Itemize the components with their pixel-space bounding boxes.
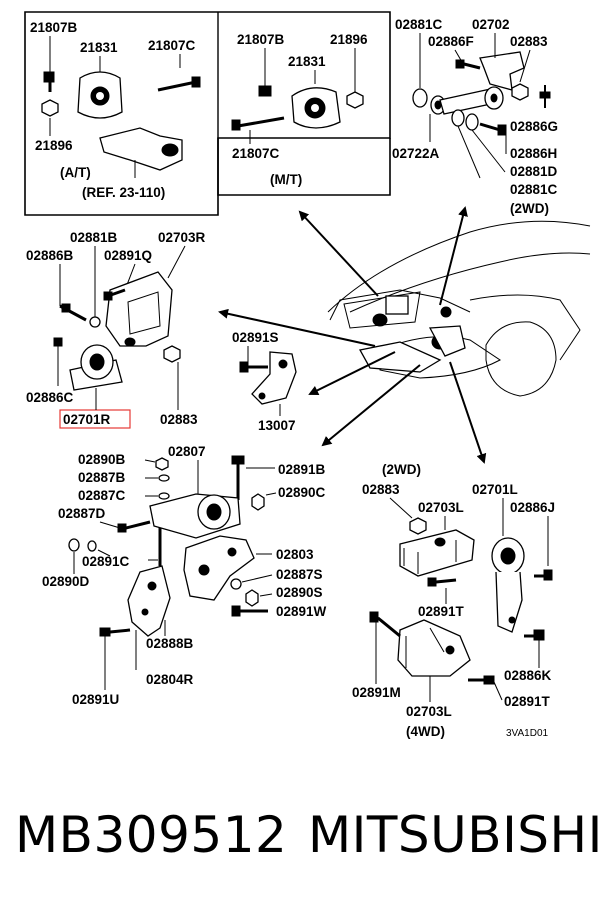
bl-label-02890d: 02890D [42,574,90,589]
nut-21896 [41,99,59,117]
vehicle-outline [327,220,591,397]
bl-label-02804r: 02804R [146,672,194,687]
at-note-ref: (REF. 23-110) [82,185,165,200]
bl-label-02890c: 02890C [278,485,326,500]
bracket-02703r [105,271,173,347]
part-number: MB309512 [15,806,288,864]
tr-note-2wd: (2WD) [510,201,549,216]
br-label-02886k: 02886K [504,668,552,683]
parts-diagram: 21807B 21831 21807C 21896 (A/T) (REF. 23… [24,11,591,739]
bl-label-02807: 02807 [168,444,206,459]
br-label-02891t-b: 02891T [504,694,551,709]
at-label-21807c: 21807C [148,38,196,53]
at-label-21807b: 21807B [30,20,78,35]
bottom-right-group: (2WD) 02883 02703L 02701L 02886J 02891T … [352,462,555,739]
bl-label-02888b: 02888B [146,636,194,651]
mt-label-21831: 21831 [288,54,326,69]
tr-label-02881c-b: 02881C [510,182,558,197]
lm-label-02886c: 02886C [26,390,74,405]
bl-label-02891u: 02891U [72,692,119,707]
mt-inset-bottom [217,138,391,196]
at-mount-group: 21807B 21831 21807C 21896 (A/T) (REF. 23… [30,20,201,200]
tr-label-02722a: 02722A [392,146,440,161]
arrows [218,206,487,464]
nut-mt-21896 [346,91,364,109]
bl-label-02891w: 02891W [276,604,327,619]
bracket-02703l-2wd [399,529,475,577]
mt-mount-group: 21807B 21896 21831 21807C (M/T) [231,32,368,187]
lm-label-02703r: 02703R [158,230,206,245]
at-label-21831: 21831 [80,40,118,55]
bl-label-02890s: 02890S [276,585,323,600]
bracket-02804r [127,565,171,637]
br-note-4wd: (4WD) [406,724,445,739]
bolt-21807b [43,71,55,83]
tr-label-02886h: 02886H [510,146,557,161]
tr-label-02881d: 02881D [510,164,558,179]
at-note-type: (A/T) [60,165,91,180]
mt-label-21807c: 21807C [232,146,280,161]
brand-name: MITSUBISHI [308,806,600,864]
bl-label-02890b: 02890B [78,452,126,467]
bl-label-02887s: 02887S [276,567,323,582]
tr-label-02881c: 02881C [395,17,443,32]
lm-label-02701r: 02701R [63,412,111,427]
bl-label-02803: 02803 [276,547,314,562]
tr-label-02883: 02883 [510,34,548,49]
mt-label-21807b: 21807B [237,32,285,47]
lm-label-02883: 02883 [160,412,198,427]
br-label-02883: 02883 [362,482,400,497]
cm-label-13007: 13007 [258,418,296,433]
bottom-left-group: 02890B 02807 02887B 02891B 02887C 02890C… [42,444,327,707]
lm-label-02891q: 02891Q [104,248,152,263]
mt-label-21896: 21896 [330,32,368,47]
br-label-02703l: 02703L [418,500,464,515]
bl-label-02887d: 02887D [58,506,106,521]
br-note-2wd: (2WD) [382,462,421,477]
tr-label-02702: 02702 [472,17,510,32]
at-label-21896: 21896 [35,138,73,153]
br-label-02703l-b: 02703L [406,704,452,719]
tr-label-02886f: 02886F [428,34,474,49]
br-label-02891t: 02891T [418,604,465,619]
bracket-02803 [183,535,255,601]
at-bracket [99,127,183,171]
bracket-02702 [479,51,525,91]
br-label-02891m: 02891M [352,685,401,700]
cm-label-02891s: 02891S [232,330,279,345]
bl-label-02887b: 02887B [78,470,126,485]
bolt-21807c [191,76,201,88]
diagram-code: 3VA1D01 [506,728,549,739]
bl-label-02891c: 02891C [82,554,130,569]
bl-label-02891b: 02891B [278,462,326,477]
center-mid-group: 02891S 13007 [232,330,297,433]
footer: MB309512 MITSUBISHI [0,790,600,880]
top-right-group: 02881C 02702 02886F 02883 02886G 02722A … [392,17,558,216]
br-label-02886j: 02886J [510,500,555,515]
highlight-box-02701r [59,409,131,429]
left-mid-group: 02881B 02703R 02886B 02891Q 02886C 02701… [26,230,206,429]
tr-label-02886g: 02886G [510,119,558,134]
lm-label-02886b: 02886B [26,248,74,263]
br-label-02701l: 02701L [472,482,518,497]
bracket-02703l-4wd [397,619,471,677]
bl-label-02887c: 02887C [78,488,126,503]
mt-note-type: (M/T) [270,172,302,187]
lm-label-02881b: 02881B [70,230,118,245]
bolt-mt-21807b [258,85,272,97]
